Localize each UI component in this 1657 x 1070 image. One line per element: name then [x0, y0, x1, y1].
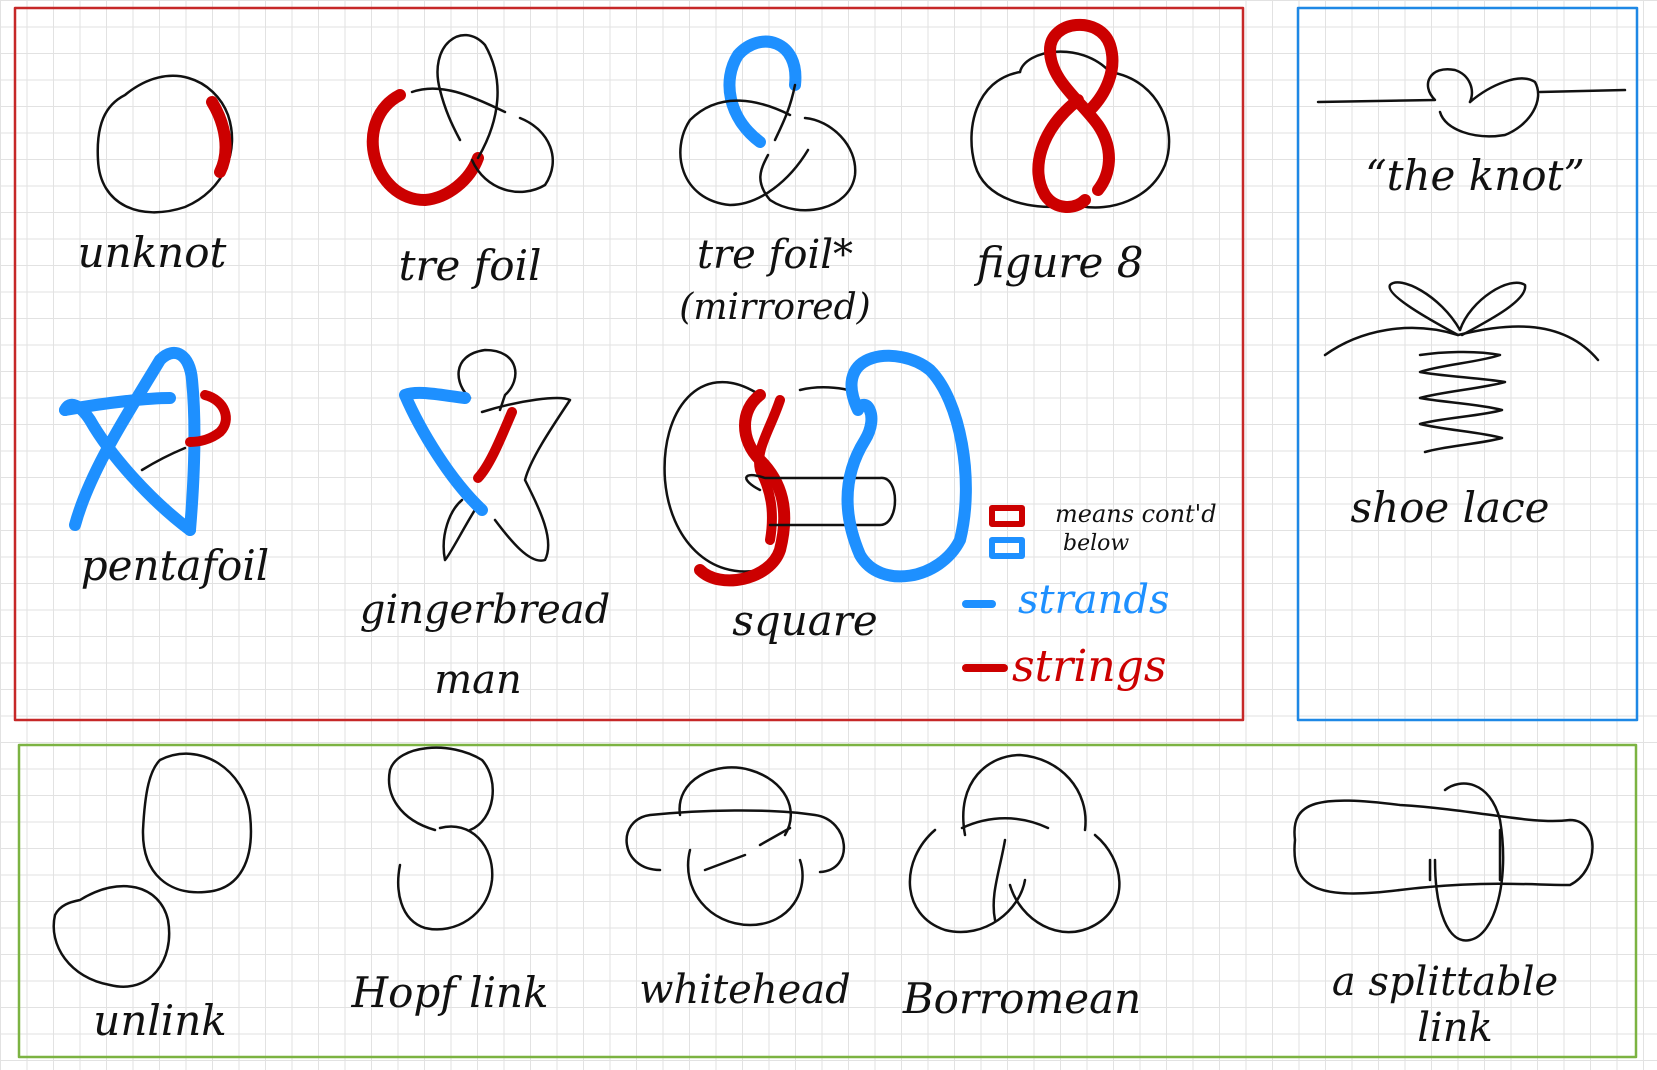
legend-blue-box [989, 537, 1025, 559]
trefoil-mirrored-drawing [679, 35, 857, 212]
figure-8-drawing [970, 18, 1171, 213]
whitehead-link-drawing [625, 766, 846, 927]
legend-red-box [989, 505, 1025, 527]
the-knot-drawing [1316, 67, 1627, 138]
unknot-drawing [96, 74, 234, 214]
tied-knots-frame [1296, 6, 1639, 722]
splittable-link-drawing [1293, 782, 1594, 942]
pentafoil-drawing [59, 347, 231, 536]
borromean-rings-drawing [908, 753, 1121, 934]
legend-swatches [962, 505, 1025, 672]
hopf-link-drawing [387, 746, 494, 931]
shoelace-drawing [1323, 281, 1600, 454]
trefoil-drawing [366, 33, 555, 206]
unlink-drawing [52, 752, 253, 988]
gingerbread-man-drawing [399, 348, 572, 562]
knots-frame [13, 6, 1245, 722]
links-frame [17, 743, 1638, 1059]
square-knot-drawing [663, 349, 972, 587]
